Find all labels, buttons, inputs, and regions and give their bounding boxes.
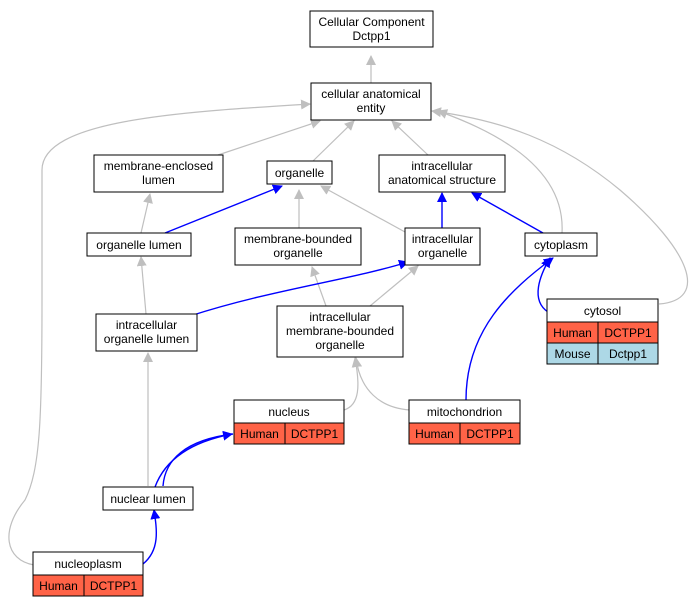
node-label: nuclear lumen bbox=[110, 492, 185, 506]
node-label: membrane-enclosed bbox=[104, 159, 213, 173]
edge-nucleoplasm-part-of-nuclear-lumen bbox=[142, 509, 161, 565]
edge-cytoplasm-part-of-ias bbox=[471, 192, 544, 234]
node-label: Cellular Component bbox=[318, 15, 425, 29]
edge-nucleoplasm-to-cae bbox=[8, 99, 311, 566]
node-label: intracellular bbox=[411, 159, 472, 173]
node-label: anatomical structure bbox=[388, 173, 496, 187]
node-label: Dctpp1 bbox=[609, 347, 647, 361]
node-label: Human bbox=[415, 427, 454, 441]
node-label: organelle bbox=[315, 338, 365, 352]
node-label: cellular anatomical bbox=[321, 87, 420, 101]
node-box bbox=[102, 486, 194, 511]
edge-mel-to-cae bbox=[217, 119, 321, 156]
node-label: membrane-bounded bbox=[244, 232, 352, 246]
node-label: cytosol bbox=[584, 304, 621, 318]
edge-mito-part-of-cytoplasm bbox=[465, 257, 554, 401]
node-box bbox=[524, 232, 598, 257]
node-mitochondrion[interactable]: mitochondrion Human DCTPP1 bbox=[408, 399, 521, 445]
node-cellular-anatomical-entity[interactable]: cellular anatomical entity bbox=[310, 82, 432, 121]
blue-edges bbox=[142, 184, 554, 565]
edge-organelle-lumen-part-of-organelle bbox=[164, 184, 283, 234]
node-label: intracellular bbox=[116, 318, 177, 332]
edge-iol-part-of-io bbox=[189, 259, 409, 317]
node-box bbox=[309, 10, 434, 48]
node-label: DCTPP1 bbox=[90, 579, 138, 593]
node-box bbox=[284, 422, 345, 445]
node-nuclear-lumen[interactable]: nuclear lumen bbox=[102, 486, 194, 511]
edge-ias-to-cae bbox=[391, 120, 429, 156]
node-intracellular-organelle-lumen[interactable]: intracellular organelle lumen bbox=[95, 313, 198, 352]
node-label: intracellular bbox=[412, 232, 473, 246]
node-box bbox=[266, 160, 333, 185]
node-organelle[interactable]: organelle bbox=[266, 160, 333, 185]
node-intracellular-organelle[interactable]: intracellular organelle bbox=[404, 227, 481, 266]
edge-nucleus-to-imbo bbox=[343, 357, 362, 411]
node-label: nucleoplasm bbox=[54, 557, 121, 571]
edge-cytoplasm-to-cae bbox=[437, 109, 563, 234]
node-label: mitochondrion bbox=[427, 405, 502, 419]
node-box bbox=[459, 422, 521, 445]
edge-imbo-to-mbo bbox=[310, 266, 327, 307]
node-box bbox=[93, 154, 224, 193]
gray-edges bbox=[8, 55, 689, 566]
node-membrane-bounded-organelle[interactable]: membrane-bounded organelle bbox=[234, 227, 362, 266]
node-box bbox=[234, 227, 362, 266]
node-label: Human bbox=[553, 326, 592, 340]
node-label: nucleus bbox=[268, 405, 309, 419]
node-box bbox=[310, 82, 432, 121]
node-label: DCTPP1 bbox=[466, 427, 514, 441]
node-label: Human bbox=[240, 427, 279, 441]
node-box bbox=[276, 305, 404, 358]
edge-nuclear-lumen-part-of-nucleus bbox=[154, 430, 233, 488]
node-box bbox=[86, 232, 192, 257]
node-label: entity bbox=[357, 101, 386, 115]
node-nucleus[interactable]: nucleus Human DCTPP1 bbox=[233, 399, 345, 445]
node-label: organelle bbox=[273, 246, 323, 260]
node-intracellular-anatomical-structure[interactable]: intracellular anatomical structure bbox=[378, 154, 506, 193]
node-box bbox=[404, 227, 481, 266]
node-box bbox=[378, 154, 506, 193]
node-organelle-lumen[interactable]: organelle lumen bbox=[86, 232, 192, 257]
node-label: organelle lumen bbox=[96, 238, 181, 252]
node-label: cytoplasm bbox=[534, 238, 588, 252]
edge-imbo-to-io bbox=[369, 265, 419, 307]
node-label: DCTPP1 bbox=[604, 326, 652, 340]
node-label: organelle bbox=[418, 246, 468, 260]
node-label: membrane-bounded bbox=[286, 324, 394, 338]
edge-cytosol-to-cae bbox=[431, 107, 689, 305]
edge-iol-to-organelle-lumen bbox=[136, 256, 147, 315]
edge-io-to-organelle bbox=[320, 185, 406, 233]
node-box bbox=[95, 313, 198, 352]
edge-organelle-lumen-to-mel bbox=[140, 193, 153, 234]
node-root[interactable]: Cellular Component Dctpp1 bbox=[309, 10, 434, 48]
edge-organelle-to-cae bbox=[312, 120, 355, 162]
node-label: organelle lumen bbox=[104, 332, 189, 346]
node-label: intracellular bbox=[309, 310, 370, 324]
node-label: Dctpp1 bbox=[352, 29, 390, 43]
edge-mito-to-imbo bbox=[352, 357, 411, 411]
node-label: organelle bbox=[275, 166, 325, 180]
node-label: lumen bbox=[142, 173, 175, 187]
node-cytoplasm[interactable]: cytoplasm bbox=[524, 232, 598, 257]
node-label: Mouse bbox=[554, 347, 590, 361]
node-box bbox=[597, 342, 659, 365]
node-label: DCTPP1 bbox=[291, 427, 339, 441]
node-box bbox=[83, 574, 144, 597]
node-intracellular-membrane-bounded-organelle[interactable]: intracellular membrane-bounded organelle bbox=[276, 305, 404, 358]
node-label: Human bbox=[39, 579, 78, 593]
node-cytosol[interactable]: cytosol Human DCTPP1 Mouse Dctpp1 bbox=[546, 298, 659, 365]
node-nucleoplasm[interactable]: nucleoplasm Human DCTPP1 bbox=[32, 551, 144, 597]
node-membrane-enclosed-lumen[interactable]: membrane-enclosed lumen bbox=[93, 154, 224, 193]
